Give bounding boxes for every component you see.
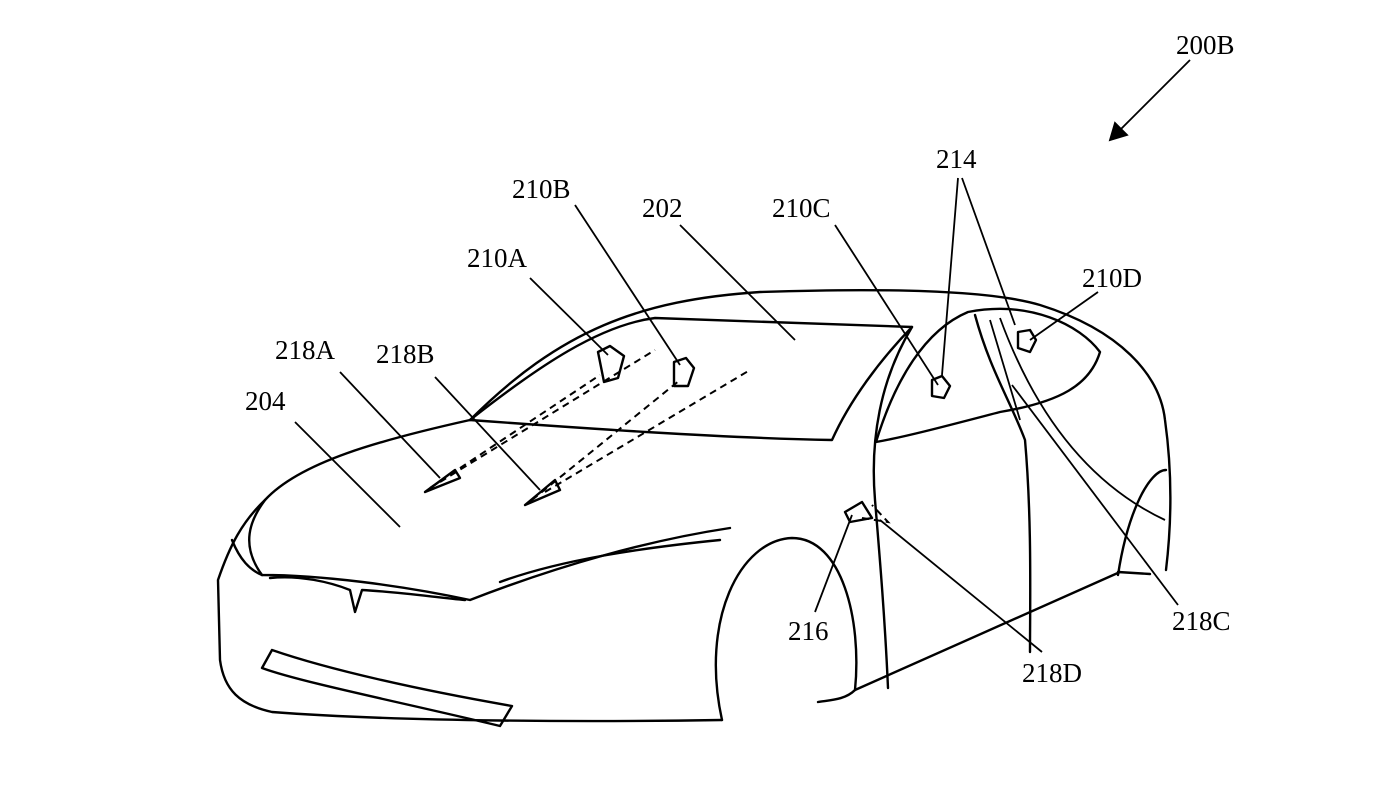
label-202: 202 [642, 193, 683, 223]
label-218D: 218D [1022, 658, 1082, 688]
label-204: 204 [245, 386, 286, 416]
leader-lines [294, 59, 1191, 653]
a-pillar [872, 325, 914, 690]
label-216: 216 [788, 616, 829, 646]
label-218C: 218C [1172, 606, 1231, 636]
grille [268, 576, 467, 614]
sensor-210D [1016, 328, 1038, 354]
windshield [468, 316, 914, 442]
hood-crease [248, 498, 732, 602]
lower-intake [260, 648, 514, 728]
nozzle-218B [523, 478, 562, 507]
hood-outline [216, 418, 724, 723]
label-218A: 218A [275, 335, 336, 365]
label-210C: 210C [772, 193, 831, 223]
label-210A: 210A [467, 243, 528, 273]
label-214: 214 [936, 144, 977, 174]
beam-218A [429, 349, 656, 489]
sensor-210A [596, 344, 626, 384]
sensor-210B [672, 356, 696, 388]
label-200B: 200B [1176, 30, 1235, 60]
beam-218B [531, 369, 751, 501]
rocker-line [853, 570, 1122, 692]
label-218B: 218B [376, 339, 435, 369]
label-210B: 210B [512, 174, 571, 204]
nozzle-218A [423, 468, 462, 494]
roof-line [468, 289, 1172, 572]
headlight [230, 538, 722, 584]
beam-218D [861, 504, 891, 524]
b-pillar [973, 313, 1032, 654]
sensor-210C [930, 374, 952, 400]
label-210D: 210D [1082, 263, 1142, 293]
rear-wheel-arch [1116, 468, 1168, 577]
front-wheel-arch [714, 536, 858, 722]
sensor-216 [843, 500, 874, 524]
rear-side-window [874, 307, 1102, 444]
door-line [989, 317, 1166, 521]
